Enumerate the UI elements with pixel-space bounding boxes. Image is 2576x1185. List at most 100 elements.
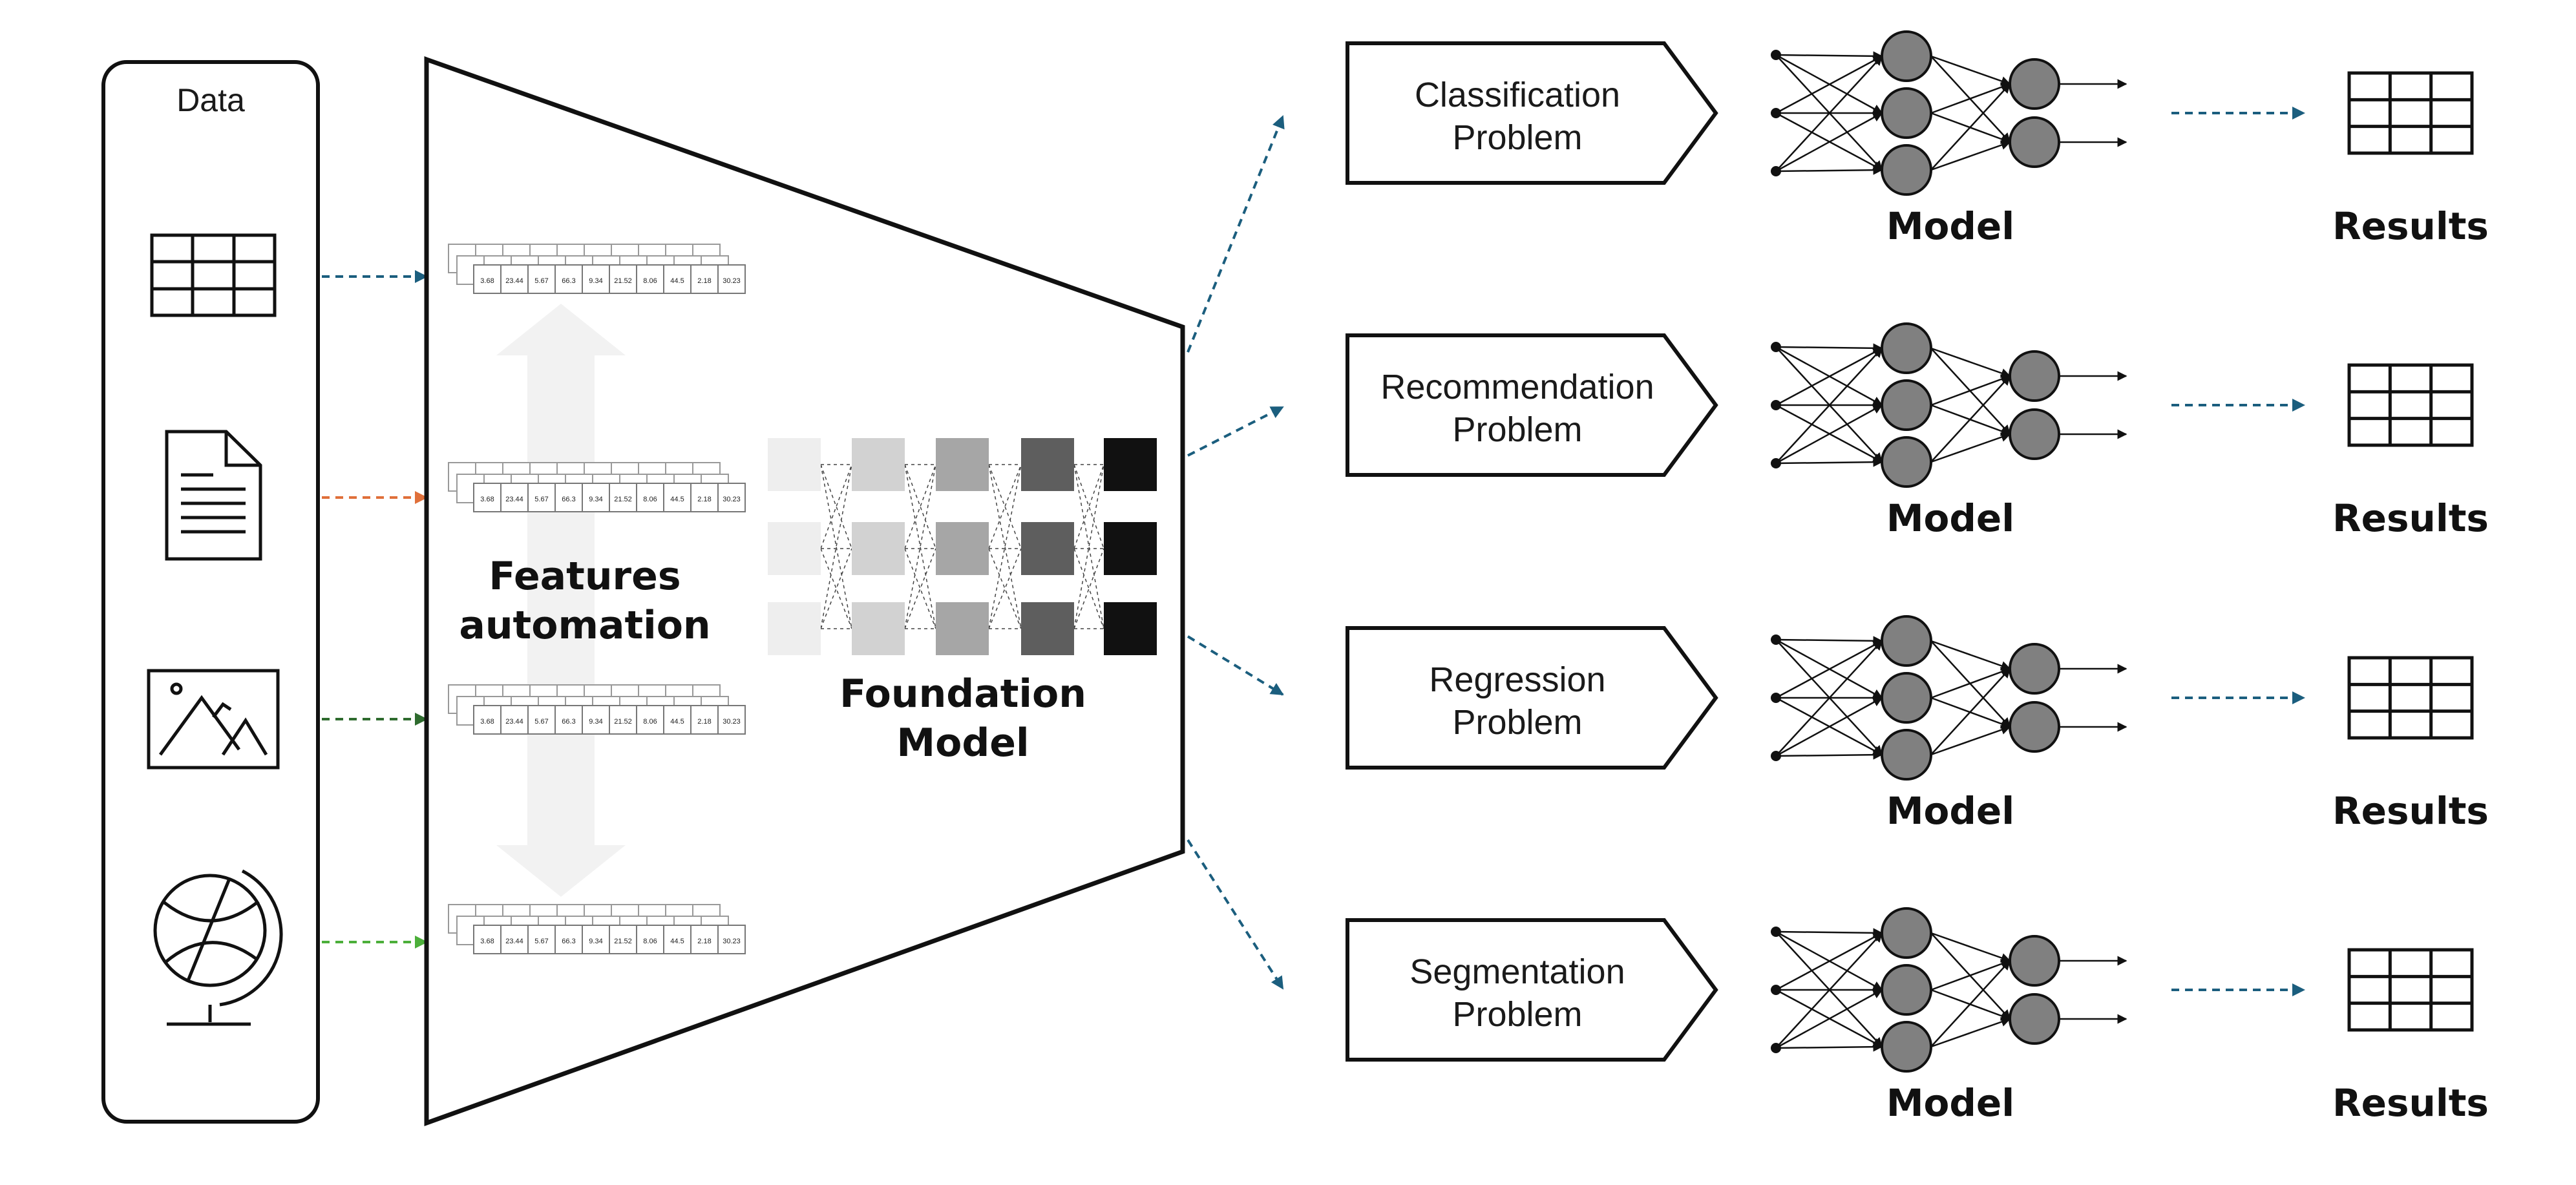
feature-table-value: 30.23 xyxy=(723,496,741,503)
model-output-node xyxy=(2009,935,2060,987)
problem-label-line1: Recommendation xyxy=(1380,368,1654,406)
model-edge xyxy=(1930,1017,2011,1048)
model-connections xyxy=(1775,343,2127,467)
model-input-node xyxy=(1771,50,1781,60)
results-table-icon xyxy=(2347,71,2474,155)
foundation-connection xyxy=(988,464,1022,629)
model-network xyxy=(1771,30,2127,196)
model-edge xyxy=(1930,640,2011,671)
globe-icon xyxy=(153,869,283,1026)
foundation-connection xyxy=(820,464,852,549)
model-hidden-node xyxy=(1881,436,1932,488)
output-arrow-regression xyxy=(1187,635,1284,696)
problem-box xyxy=(1346,41,1718,185)
model-edge xyxy=(1775,640,1883,699)
model-edge xyxy=(1930,82,2011,114)
foundation-connection xyxy=(904,464,936,549)
results-label: Results xyxy=(2332,1081,2489,1125)
results-label: Results xyxy=(2332,789,2489,833)
results-table-icon xyxy=(2347,948,2474,1032)
feature-table-value: 8.06 xyxy=(643,496,657,503)
feature-table-cell xyxy=(717,925,746,954)
model-edge xyxy=(1775,347,1883,464)
model-input-node xyxy=(1771,458,1781,468)
feature-table-value: 3.68 xyxy=(480,718,494,726)
feature-table-cell xyxy=(663,483,692,512)
model-edge xyxy=(1775,404,1883,465)
foundation-node xyxy=(1021,438,1074,491)
foundation-connection xyxy=(904,464,936,629)
document-icon xyxy=(165,430,262,561)
problem-label-line2: Problem xyxy=(1452,118,1582,157)
model-edge xyxy=(1775,636,1883,646)
feature-table-value: 21.52 xyxy=(614,496,632,503)
model-connections xyxy=(1775,636,2127,760)
model-edge xyxy=(1775,928,1883,938)
foundation-node xyxy=(1021,522,1074,575)
model-input-node xyxy=(1771,693,1781,703)
foundation-connection xyxy=(904,464,936,629)
model-edge xyxy=(1930,140,2011,171)
foundation-node xyxy=(852,438,905,491)
feature-table-value: 30.23 xyxy=(723,718,741,726)
model-output-node xyxy=(2009,116,2060,168)
foundation-node xyxy=(768,602,821,655)
model-output-node xyxy=(2009,408,2060,460)
feature-table-value: 21.52 xyxy=(614,718,632,726)
feature-table-value: 5.67 xyxy=(534,277,548,285)
feature-table-value: 66.3 xyxy=(562,277,575,285)
model-edge xyxy=(1775,55,1883,172)
feature-table-cell xyxy=(554,483,583,512)
model-output-node xyxy=(2009,993,2060,1045)
output-arrow-classification xyxy=(1187,115,1285,353)
problem-label-line2: Problem xyxy=(1452,703,1582,742)
model-hidden-node xyxy=(1881,1021,1932,1073)
model-edge xyxy=(1930,667,2011,755)
feature-table-value: 44.5 xyxy=(670,277,684,285)
foundation-connection xyxy=(1073,464,1104,549)
foundation-label-line2: Model xyxy=(896,720,1029,766)
model-edge xyxy=(1775,112,1883,173)
feature-table-cell xyxy=(663,705,692,735)
feature-table-cell xyxy=(473,925,501,954)
feature-table-value: 2.18 xyxy=(697,277,711,285)
model-edge xyxy=(1775,1042,1883,1052)
problem-label-line1: Segmentation xyxy=(1409,952,1625,991)
model-edge xyxy=(1775,51,1883,61)
model-edge xyxy=(1930,374,2011,406)
feature-table-value: 8.06 xyxy=(643,938,657,945)
model-edge xyxy=(1930,55,2011,86)
model-edge xyxy=(1930,347,2011,378)
model-network xyxy=(1771,615,2127,781)
model-input-node xyxy=(1771,108,1781,118)
model-network xyxy=(1771,907,2127,1073)
model-label: Model xyxy=(1886,204,2014,248)
feature-table-value: 44.5 xyxy=(670,938,684,945)
model-edge xyxy=(1775,55,1883,114)
feature-table-value: 21.52 xyxy=(614,938,632,945)
foundation-connection xyxy=(988,548,1022,629)
model-input-node xyxy=(1771,985,1781,995)
feature-table-value: 9.34 xyxy=(589,938,602,945)
data-arrows xyxy=(322,270,428,949)
model-hidden-node xyxy=(1881,379,1932,431)
foundation-connection xyxy=(1073,464,1104,629)
model-edge xyxy=(1775,347,1883,406)
model-edge xyxy=(1930,83,2011,171)
table-icon xyxy=(150,233,277,317)
feature-table-value: 44.5 xyxy=(670,718,684,726)
image-icon xyxy=(147,669,280,770)
model-network xyxy=(1771,322,2127,488)
foundation-node xyxy=(936,522,989,575)
output-arrow-recommendation xyxy=(1187,406,1284,457)
model-hidden-node xyxy=(1881,322,1932,374)
model-input-node xyxy=(1771,166,1781,176)
foundation-node xyxy=(1104,602,1157,655)
